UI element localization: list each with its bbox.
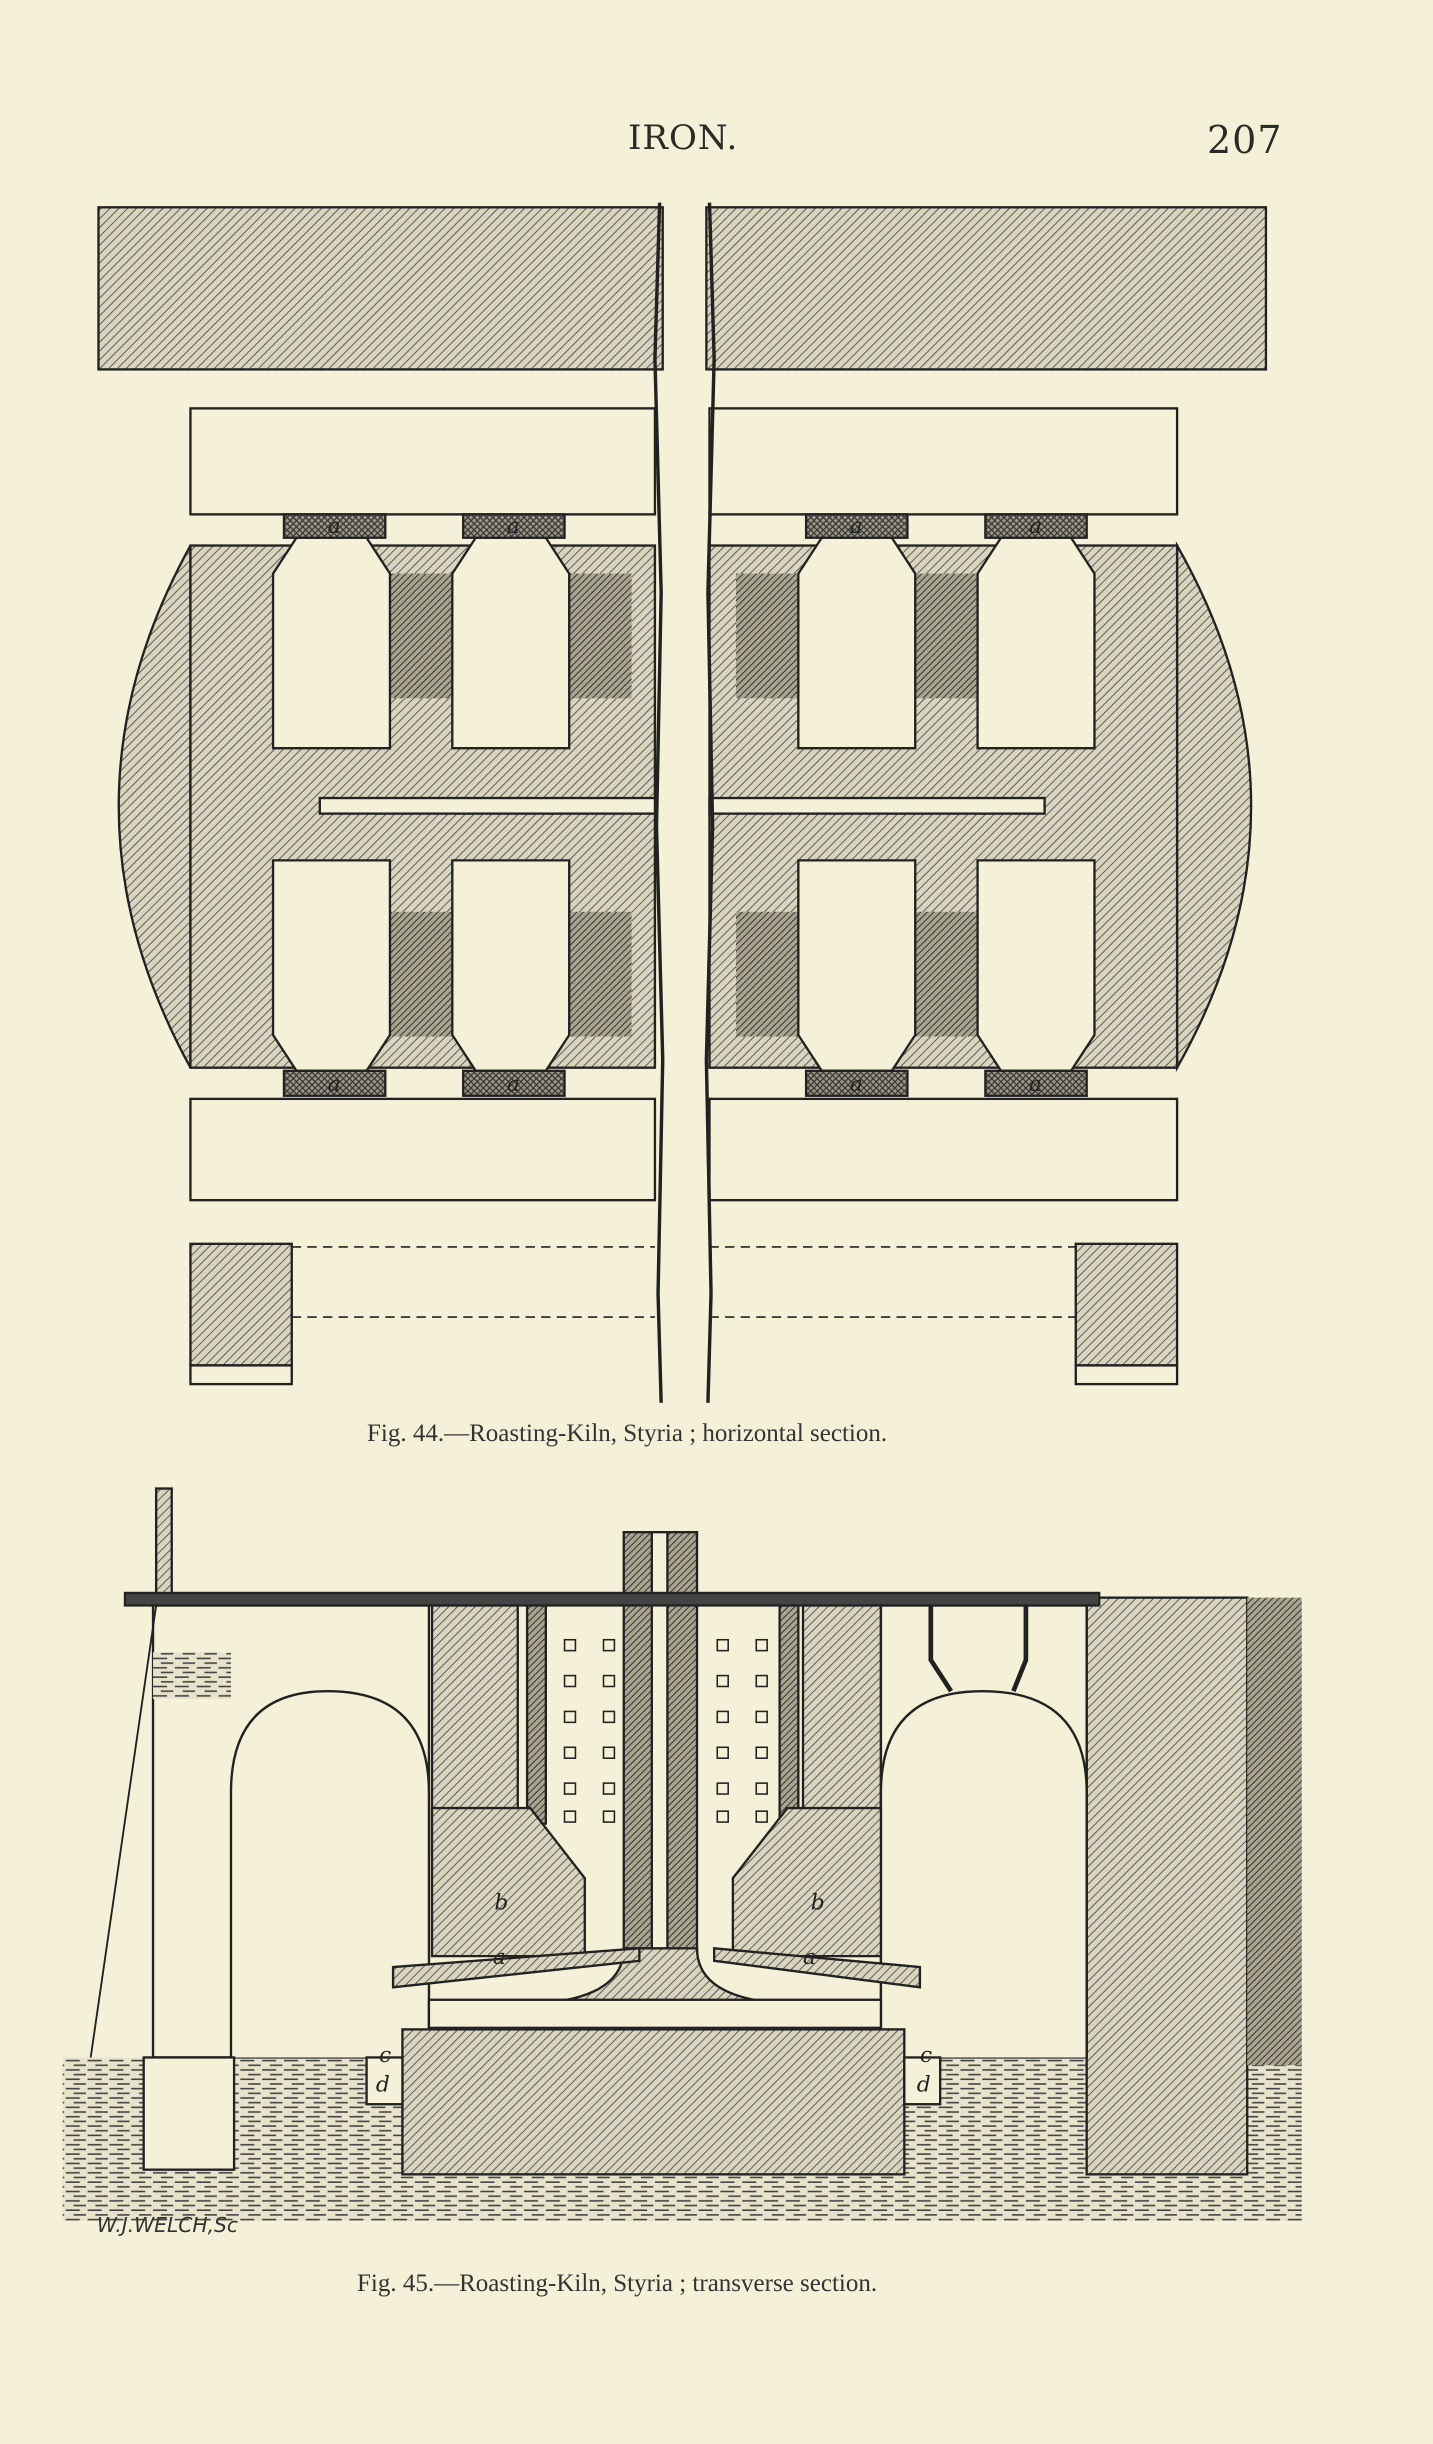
top-slab-left <box>97 206 664 371</box>
label-d: d <box>376 2073 390 2098</box>
label-a: a <box>328 1072 341 1097</box>
label-d: d <box>917 2073 931 2098</box>
dome-right <box>1175 541 1253 1073</box>
break-line <box>653 202 716 1403</box>
top-slab-right <box>705 206 1268 371</box>
engraver-signature: W.J.WELCH,Sc <box>97 2213 238 2237</box>
running-head: IRON. <box>628 118 739 158</box>
label-a: a <box>850 514 863 539</box>
chambers <box>271 536 1096 1072</box>
plate-a-right <box>712 1947 922 1989</box>
label-a: a <box>1029 514 1042 539</box>
base-block <box>401 2028 906 2176</box>
figure-45-transverse-section: b b a a c c d d W.J.WELCH,Sc <box>62 1487 1302 2237</box>
label-b: b <box>811 1890 825 1915</box>
label-b: b <box>494 1890 508 1915</box>
plate-a-left <box>391 1947 641 1989</box>
figure-44-horizontal-section: a a a a a a a a <box>97 202 1268 1403</box>
label-a: a <box>507 1072 520 1097</box>
dome-left <box>117 544 192 1069</box>
right-wall <box>1085 1596 1249 2176</box>
top-beam <box>123 1591 1101 1607</box>
label-a: a <box>803 1945 816 1970</box>
figure-44-caption: Fig. 44.—Roasting-Kiln, Styria ; horizon… <box>367 1420 888 1447</box>
label-a: a <box>328 514 341 539</box>
label-a: a <box>850 1072 863 1097</box>
figure-45-caption: Fig. 45.—Roasting-Kiln, Styria ; transve… <box>357 2270 878 2297</box>
label-a: a <box>507 514 520 539</box>
label-a: a <box>493 1945 506 1970</box>
page-number: 207 <box>1207 118 1283 162</box>
label-c: c <box>920 2043 932 2068</box>
label-a: a <box>1029 1072 1042 1097</box>
label-c: c <box>379 2043 391 2068</box>
